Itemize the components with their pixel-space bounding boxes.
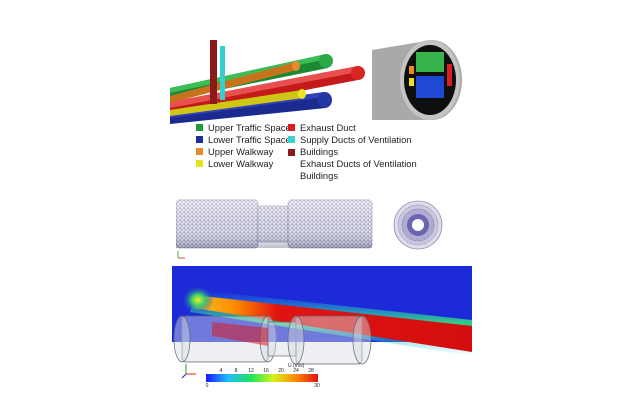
legend-swatch-lower-traffic bbox=[196, 136, 203, 143]
legend-swatch-upper-traffic bbox=[196, 124, 203, 131]
velocity-colorbar bbox=[206, 374, 318, 382]
mesh-front-view bbox=[393, 200, 443, 250]
colorbar-tick-12: 12 bbox=[248, 368, 254, 374]
supply-duct-vertical bbox=[220, 46, 225, 100]
mesh-side-view bbox=[176, 199, 373, 249]
colorbar-tick-8: 8 bbox=[234, 368, 238, 374]
upper-walkway-cylinder bbox=[170, 61, 300, 103]
colorbar-title: U (m/s) bbox=[288, 363, 305, 369]
legend-swatch-exhaust-ducts-vent bbox=[288, 149, 295, 156]
colorbar-tick-24: 24 bbox=[293, 368, 299, 374]
tunnel-cross-section-render bbox=[372, 40, 462, 120]
legend-swatch-supply-ducts bbox=[288, 136, 295, 143]
lower-walkway-cylinder bbox=[170, 89, 306, 116]
colorbar-tick-16: 16 bbox=[263, 368, 269, 374]
legend: Upper Traffic Space Lower Traffic Space … bbox=[196, 122, 456, 198]
colorbar-max: 30 bbox=[314, 383, 320, 389]
colorbar-min: 0 bbox=[205, 383, 209, 389]
colorbar-tick-20: 20 bbox=[278, 368, 284, 374]
colorbar-tick-4: 4 bbox=[219, 368, 223, 374]
axis-triad-cfd bbox=[181, 364, 196, 379]
duct-overview-render bbox=[170, 40, 365, 124]
tunnel-outline-transparent bbox=[173, 315, 372, 365]
exhaust-vent-duct-vertical bbox=[210, 40, 217, 104]
axis-triad-small bbox=[177, 251, 185, 259]
colorbar-tick-28: 28 bbox=[308, 368, 314, 374]
cfd-velocity-field bbox=[172, 266, 472, 379]
legend-swatch-lower-walkway bbox=[196, 160, 203, 167]
legend-swatch-exhaust-duct bbox=[288, 124, 295, 131]
legend-swatch-upper-walkway bbox=[196, 148, 203, 155]
